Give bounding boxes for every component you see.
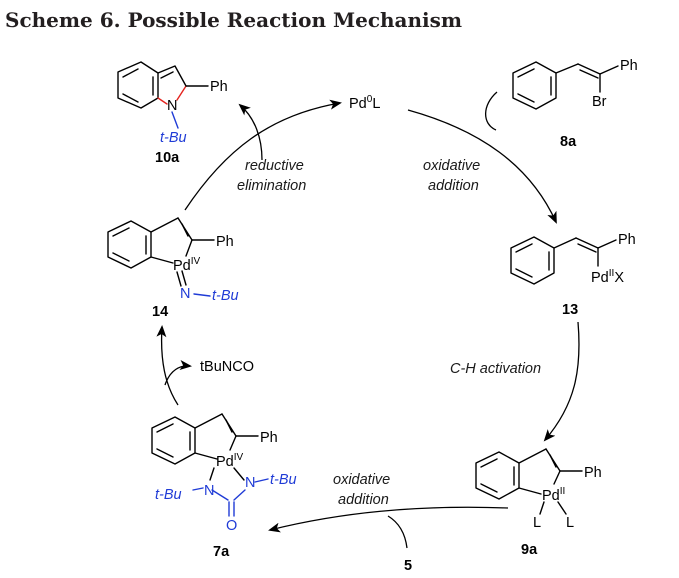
catalyst-pd0l: Pd0L	[349, 94, 380, 112]
compound-14: Ph PdIV N t-Bu 14	[107, 217, 239, 320]
label-oxidative-bottom: oxidative	[333, 472, 390, 488]
9a-ph: Ph	[584, 465, 602, 481]
label-addition-top: addition	[428, 178, 479, 194]
arrow-reductive-elimination	[184, 99, 342, 211]
7a-label: 7a	[213, 544, 230, 560]
8a-label: 8a	[560, 134, 577, 150]
10a-n: N	[167, 98, 177, 114]
arrow-oxidative-addition-bottom	[268, 506, 509, 533]
arrow-5-feed	[387, 515, 408, 549]
13-label: 13	[562, 302, 578, 318]
label-addition-bottom: addition	[338, 492, 389, 508]
compound-13: Ph PdIIX 13	[510, 232, 636, 318]
9a-label: 9a	[521, 542, 538, 558]
14-n: N	[180, 286, 190, 302]
compound-8a: Ph Br 8a	[512, 58, 638, 150]
7a-tbu1: t-Bu	[155, 487, 182, 503]
label-tbunco: tBuNCO	[200, 359, 254, 375]
7a-o: O	[226, 518, 237, 534]
13-ph: Ph	[618, 232, 636, 248]
10a-ph: Ph	[210, 79, 228, 95]
9a-l1: L	[533, 515, 541, 531]
7a-tbu2: t-Bu	[270, 472, 297, 488]
14-label: 14	[152, 304, 168, 320]
7a-n1: N	[204, 483, 214, 499]
arrow-ch-activation	[543, 321, 580, 442]
9a-l2: L	[566, 515, 574, 531]
label-elimination: elimination	[237, 178, 306, 194]
compound-10a: N Ph t-Bu 10a	[117, 61, 228, 166]
arrow-8a-feed	[484, 91, 498, 131]
label-ch-activation: C-H activation	[450, 361, 541, 377]
arrow-to-14	[156, 325, 179, 406]
svg-text:PdII: PdII	[542, 486, 565, 504]
compound-9a: Ph PdII L L 9a	[475, 448, 602, 558]
10a-tbu: t-Bu	[160, 130, 187, 146]
compound-5-label: 5	[404, 558, 412, 574]
svg-text:Pd0L: Pd0L	[349, 94, 380, 112]
svg-text:PdIIX: PdIIX	[591, 268, 624, 286]
svg-text:PdIV: PdIV	[173, 256, 201, 274]
14-tbu: t-Bu	[212, 288, 239, 304]
scheme-title: Scheme 6. Possible Reaction Mechanism	[5, 8, 462, 32]
label-reductive: reductive	[245, 158, 304, 174]
10a-label: 10a	[155, 150, 180, 166]
label-oxidative-top: oxidative	[423, 158, 480, 174]
8a-ph: Ph	[620, 58, 638, 74]
arrow-oxidative-addition-top	[407, 109, 557, 224]
arrow-release-10a	[238, 103, 263, 161]
14-ph: Ph	[216, 234, 234, 250]
svg-text:PdIV: PdIV	[216, 452, 244, 470]
7a-n2: N	[245, 475, 255, 491]
compound-7a: Ph PdIV N N t-Bu t-Bu O 7a	[151, 413, 297, 560]
arrow-tbunco-release	[164, 360, 192, 386]
8a-br: Br	[592, 94, 607, 110]
7a-ph: Ph	[260, 430, 278, 446]
